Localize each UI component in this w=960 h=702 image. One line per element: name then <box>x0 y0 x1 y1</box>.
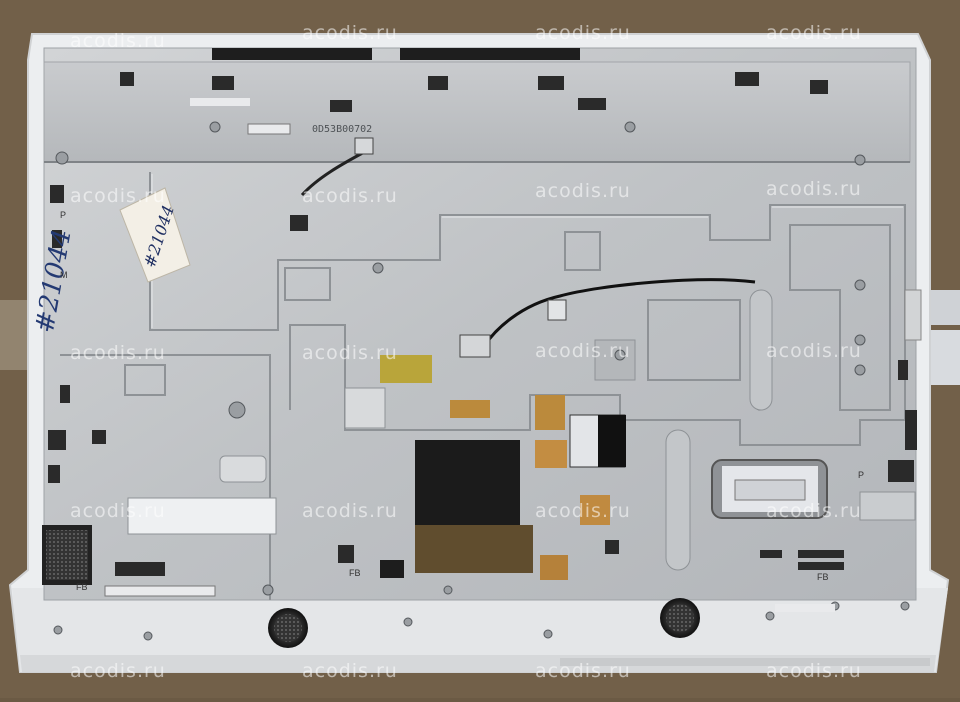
paper-sticker <box>119 187 191 283</box>
serial-label: 0D53B00702 <box>312 124 373 135</box>
foam-pad <box>415 440 520 530</box>
p-mark-left: P <box>60 210 67 220</box>
m-mark: M <box>60 270 68 280</box>
fb-mark-left: FB <box>76 582 88 592</box>
p-mark-right: P <box>858 470 865 480</box>
fb-mark-right: FB <box>817 572 829 582</box>
fb-mark-mid: FB <box>349 568 361 578</box>
